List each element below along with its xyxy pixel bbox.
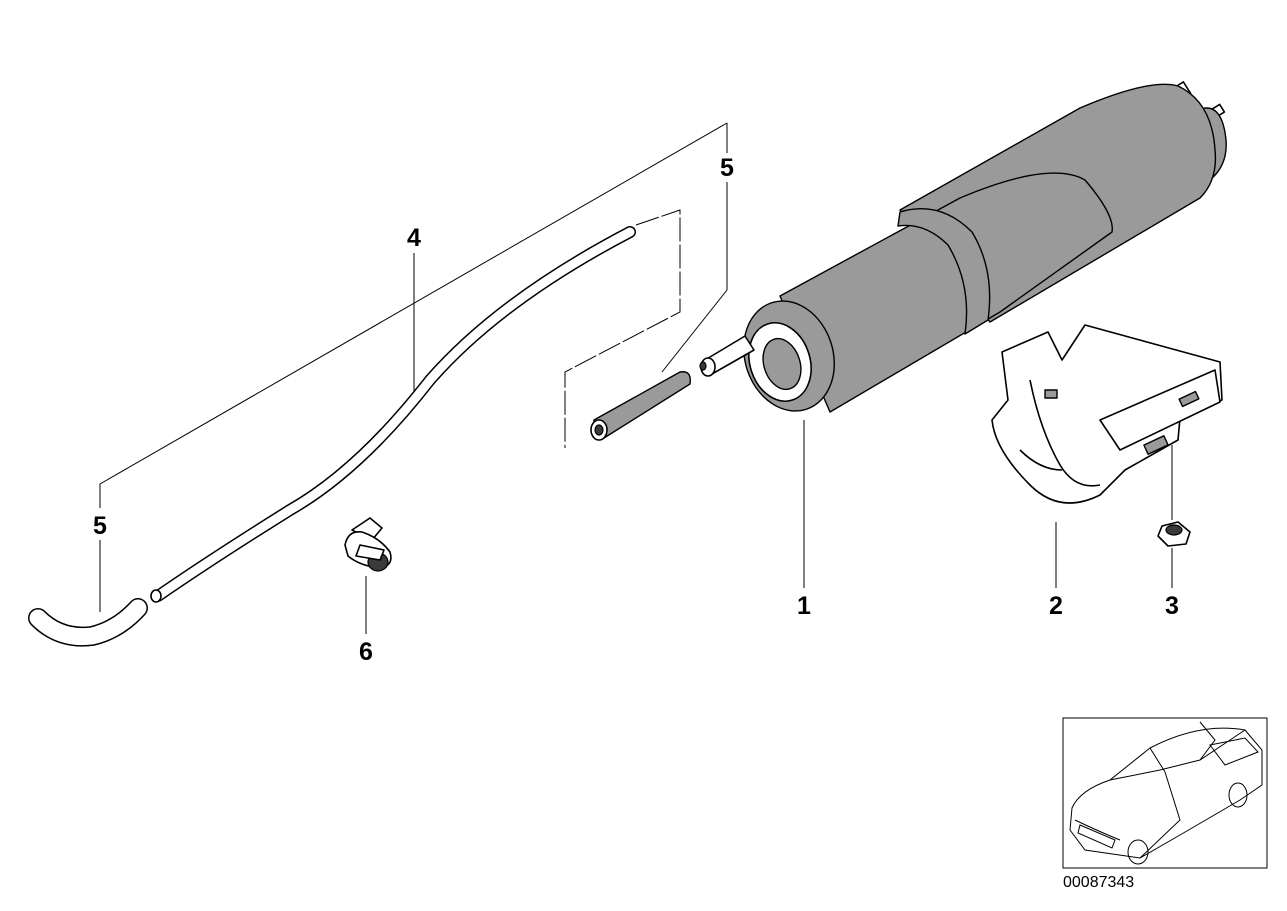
leader-lines: [99, 122, 1173, 634]
drawing-number: 00087343: [1063, 874, 1134, 891]
label-5-upper: 5: [720, 154, 734, 182]
vehicle-location-thumbnail: [1062, 717, 1268, 869]
label-1: 1: [797, 592, 811, 620]
car-outline-icon: [1069, 721, 1263, 865]
callout-labels: 1 2 3 4 5 5 6: [93, 154, 1179, 666]
bent-hose: [28, 598, 148, 647]
label-2: 2: [1049, 592, 1063, 620]
label-4: 4: [407, 224, 421, 252]
label-5-lower: 5: [93, 512, 107, 540]
mounting-bracket: [991, 324, 1223, 504]
fuel-filter: [699, 81, 1227, 413]
nut: [1157, 521, 1191, 547]
label-3: 3: [1165, 592, 1179, 620]
hose-clamp: [344, 517, 392, 572]
fuel-line: [150, 226, 636, 603]
label-6: 6: [359, 638, 373, 666]
short-hose: [590, 371, 691, 441]
